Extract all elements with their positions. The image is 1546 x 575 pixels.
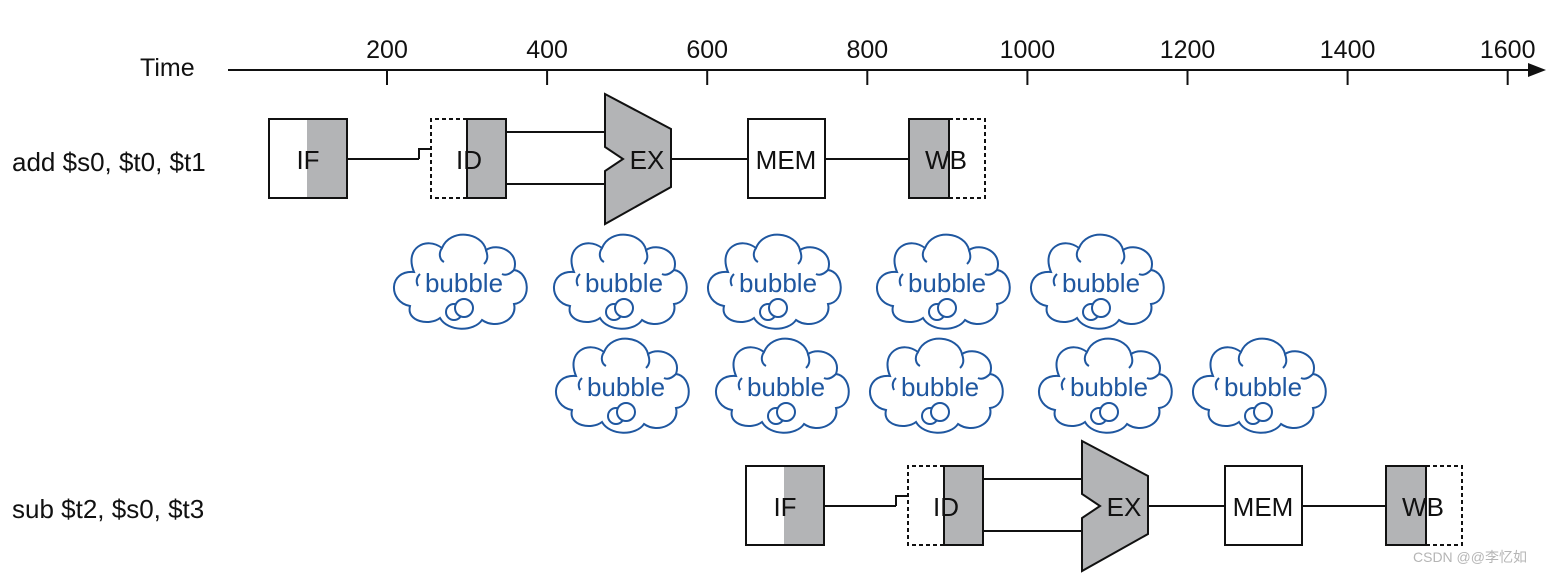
bubble: bubble [552,233,688,330]
instruction-label-sub: sub $t2, $s0, $t3 [12,494,204,524]
axis-tick-label: 600 [686,36,728,64]
time-axis: Time 200 400 600 800 1000 1200 1400 1600 [140,36,1546,85]
wb-shade [1385,465,1427,546]
axis-tick-label: 1200 [1160,36,1216,64]
pipeline-row-add: IF ID EX MEM WB [268,92,986,226]
stage-id [907,465,944,546]
bubble-label: bubble [901,372,979,402]
if-shade [784,466,824,545]
bubble-label: bubble [1062,268,1140,298]
bubble-label: bubble [587,372,665,402]
bubble: bubble [1029,233,1165,330]
axis-tick-label: 800 [846,36,888,64]
axis-tick-label: 1400 [1320,36,1376,64]
bubble: bubble [714,337,850,434]
clock-notch [895,495,908,506]
clock-notch [418,148,431,159]
bubble: bubble [1037,337,1173,434]
stage-ex-label: EX [1107,492,1142,522]
pipeline-row-sub: IF ID EX MEM WB [745,439,1463,573]
axis-label: Time [140,54,195,82]
stage-wb [949,118,986,199]
stage-if-label: IF [296,145,319,175]
stage-ex-label: EX [630,145,665,175]
bubble: bubble [1191,337,1327,434]
axis-arrow-icon [1528,63,1546,77]
stage-mem-label: MEM [1233,492,1294,522]
id-shade [466,118,507,199]
bubble: bubble [554,337,690,434]
bubble-label: bubble [747,372,825,402]
if-shade [307,119,347,198]
stage-ex [604,92,672,226]
bubble: bubble [875,233,1011,330]
stage-mem [747,118,826,199]
bubble-label: bubble [425,268,503,298]
stage-wb-label: WB [925,145,967,175]
stage-id-label: ID [456,145,482,175]
axis-tick-label: 400 [526,36,568,64]
instruction-label-add: add $s0, $t0, $t1 [12,147,206,177]
bubble-label: bubble [585,268,663,298]
bubble-label: bubble [908,268,986,298]
id-shade [943,465,984,546]
stage-mem [1224,465,1303,546]
stage-id-label: ID [933,492,959,522]
axis-tick-label: 200 [366,36,408,64]
stage-wb [1426,465,1463,546]
bubble: bubble [392,233,528,330]
bubble-label: bubble [1070,372,1148,402]
bubble: bubble [706,233,842,330]
stage-if-label: IF [773,492,796,522]
stage-mem-label: MEM [756,145,817,175]
bubble-grid: bubble bubble bubble bubble bubble bubble bubb… [392,233,1327,434]
bubble-label: bubble [739,268,817,298]
stage-id [430,118,467,199]
bubble: bubble [868,337,1004,434]
wb-shade [908,118,950,199]
bubble-label: bubble [1224,372,1302,402]
stage-ex [1081,439,1149,573]
stage-wb-label: WB [1402,492,1444,522]
axis-tick-label: 1600 [1480,36,1536,64]
axis-tick-label: 1000 [1000,36,1056,64]
watermark: CSDN @@李忆如 [1413,549,1527,565]
